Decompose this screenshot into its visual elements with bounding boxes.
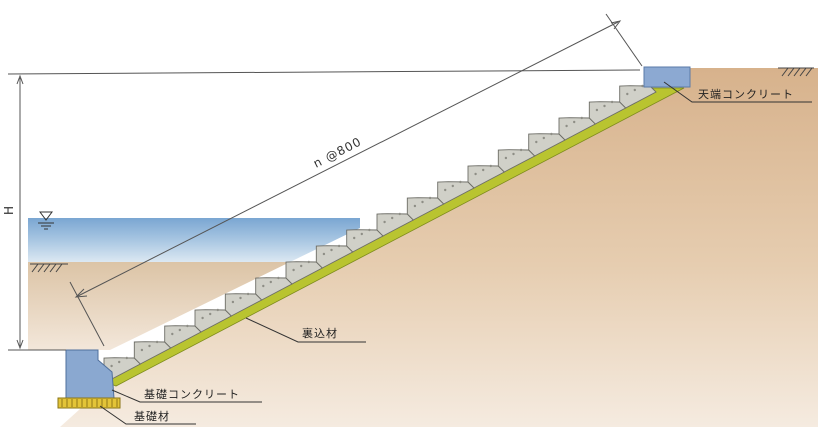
block-texture-dot [307, 260, 310, 264]
slope-length-dimension [69, 13, 643, 347]
block-texture-dot [216, 308, 219, 312]
block-texture-dot [459, 180, 462, 184]
height-dimension-label: H [2, 205, 16, 215]
block-texture-dot [474, 172, 477, 176]
block-texture-dot [140, 348, 144, 352]
block-texture-dot [641, 84, 644, 88]
block-texture-dot [504, 156, 508, 160]
block-texture-dot [580, 116, 583, 120]
water-level-icon [38, 211, 54, 230]
block-texture-dot [239, 296, 242, 300]
block-texture-dot [330, 248, 333, 252]
crown-concrete-label: 天端コンクリート [698, 88, 794, 101]
block-texture-dot [398, 212, 401, 216]
block-texture-dot [595, 108, 599, 112]
block-texture-dot [201, 316, 204, 320]
block-texture-dot [110, 364, 113, 368]
block-texture-dot [383, 220, 386, 224]
block-texture-dot [209, 312, 212, 316]
block-texture-dot [353, 236, 356, 240]
ground-hatch-icon [30, 263, 68, 273]
block-texture-dot [231, 300, 235, 304]
block-texture-dot [512, 152, 515, 156]
foundation-concrete [65, 349, 115, 399]
block-texture-dot [360, 232, 363, 236]
block-texture-dot [269, 280, 272, 284]
block-texture-dot [535, 140, 538, 144]
backfill-label: 裏込材 [302, 326, 338, 340]
block-texture-dot [322, 252, 326, 256]
block-texture-dot [573, 120, 576, 124]
backfill-leader [245, 317, 366, 343]
block-texture-dot [428, 196, 432, 200]
slope-length-label: n @800 [311, 134, 364, 170]
block-texture-dot [148, 344, 151, 348]
block-texture-dot [300, 264, 303, 268]
block-texture-dot [171, 332, 174, 336]
earth-backfill-area [60, 68, 818, 427]
water-body [28, 218, 360, 262]
river-bed [28, 262, 290, 350]
block-texture-dot [292, 268, 295, 272]
crown-concrete [643, 66, 691, 88]
foundation-material [57, 397, 121, 409]
block-texture-dot [186, 324, 189, 328]
block-texture-dot [155, 340, 159, 344]
ground-hatch-icon [778, 67, 814, 77]
block-texture-dot [626, 92, 629, 96]
foundation-concrete-leader [111, 389, 262, 403]
block-texture-dot [262, 284, 265, 288]
block-texture-dot [246, 292, 250, 296]
block-texture-dot [413, 204, 417, 208]
block-texture-dot [125, 356, 128, 360]
block-texture-dot [178, 328, 181, 332]
block-texture-dot [550, 132, 553, 136]
block-texture-dot [603, 104, 606, 108]
block-texture-dot [451, 184, 454, 188]
foundation-concrete-label: 基礎コンクリート [144, 388, 240, 401]
concrete-block-steps [103, 84, 657, 381]
block-texture-dot [610, 100, 614, 104]
block-texture-dot [368, 228, 371, 232]
block-texture-dot [391, 216, 394, 220]
block-texture-dot [444, 188, 447, 192]
block-texture-dot [482, 168, 485, 172]
block-texture-dot [542, 136, 545, 140]
block-texture-dot [118, 360, 121, 364]
foundation-material-label: 基礎材 [134, 409, 170, 423]
height-dimension [7, 69, 641, 351]
block-texture-dot [565, 124, 568, 128]
foundation-material-hatch [61, 399, 118, 407]
block-texture-dot [489, 164, 492, 168]
block-texture-dot [337, 244, 341, 248]
foundation-material-leader [99, 405, 196, 425]
block-texture-dot [277, 276, 280, 280]
block-texture-dot [421, 200, 424, 204]
crown-concrete-leader [663, 81, 812, 103]
block-texture-dot [519, 148, 523, 152]
block-texture-dot [633, 88, 636, 92]
